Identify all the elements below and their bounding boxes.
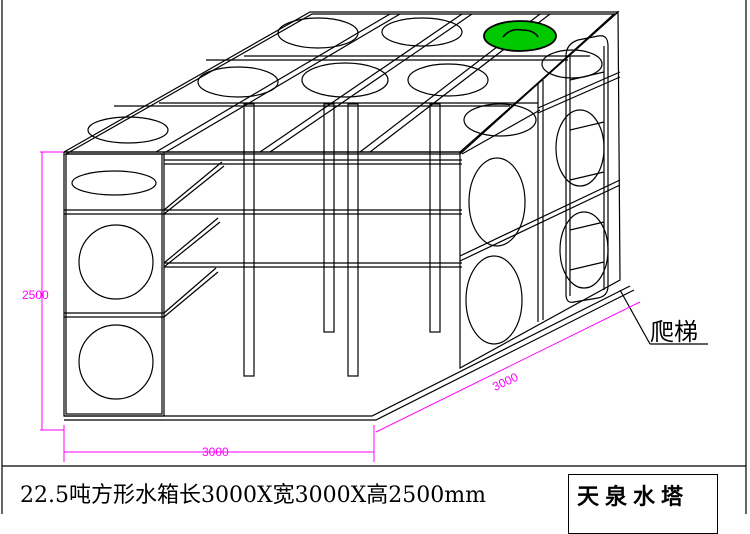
front-circle [78,224,154,300]
side-divider [537,71,621,109]
height-dim-label: 2500 [22,288,49,302]
side-circle [555,109,605,187]
rail [163,217,219,264]
length-dim-label: 3000 [202,445,229,459]
ladder-label: 爬梯 [650,318,698,346]
vertical-post [347,103,359,377]
top-grid-line [155,13,391,153]
side-divider [537,76,621,114]
brand-text: 天泉水塔 [577,485,690,510]
brand-box: 天泉水塔 [568,474,718,534]
manhole-icon [483,20,557,52]
top-oval [463,103,537,137]
base-edge [64,285,631,417]
top-grid-line [259,13,463,153]
side-face [459,10,621,370]
ladder-icon [565,35,609,303]
side-divider [459,179,621,257]
vertical-post [429,103,441,333]
top-oval [197,66,279,98]
side-divider [461,109,541,155]
vertical-post [323,103,335,333]
caption: 22.5吨方形水箱长3000X宽3000X高2500mm [20,483,486,508]
top-oval [541,49,603,79]
front-panel-column-inner [65,153,163,415]
ladder-leader [619,289,651,345]
rail [163,271,219,318]
top-oval [277,17,359,49]
side-divider [459,184,621,262]
base-edge [64,289,635,421]
top-face-inner [63,13,616,155]
water-tank-diagram: 2500 3000 3000 爬梯 [1,0,747,514]
rail [163,221,221,268]
side-circle [559,211,609,289]
top-oval [301,62,389,98]
front-oval [71,170,157,196]
side-circle [465,255,523,345]
front-circle [78,324,154,400]
rail [163,267,217,314]
top-oval [407,63,489,97]
top-grid-line [165,13,401,153]
top-oval [87,116,169,144]
side-circle [468,157,526,247]
manhole-handle [502,28,539,38]
width-dim-line [375,301,641,433]
rail [163,161,223,211]
front-panel-column [63,151,165,417]
vertical-post [243,103,255,377]
top-oval [381,17,463,47]
top-grid-line [269,13,473,153]
rail [163,165,225,215]
